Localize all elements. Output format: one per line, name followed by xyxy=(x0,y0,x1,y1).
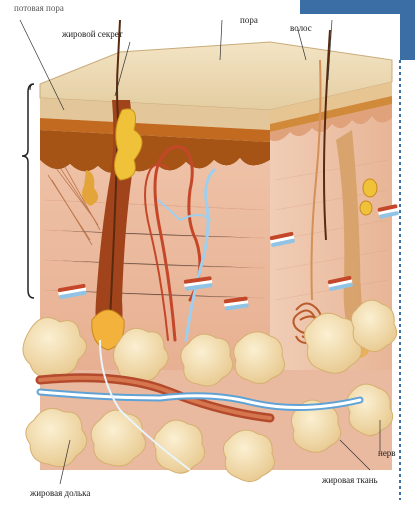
receptor-icon xyxy=(363,179,377,197)
label-hair: волос xyxy=(290,24,312,33)
label-nerve: нерв xyxy=(378,449,396,458)
label-top-left: потовая пора xyxy=(14,4,64,13)
hypodermis xyxy=(40,370,392,470)
label-fat-lobule: жировая долька xyxy=(30,489,90,498)
label-fat-tissue: жировая ткань xyxy=(322,476,378,485)
receptor-icon-2 xyxy=(360,201,372,215)
label-sebaceous-secretion: жировой секрет xyxy=(62,30,123,39)
label-pore: пора xyxy=(240,16,258,25)
